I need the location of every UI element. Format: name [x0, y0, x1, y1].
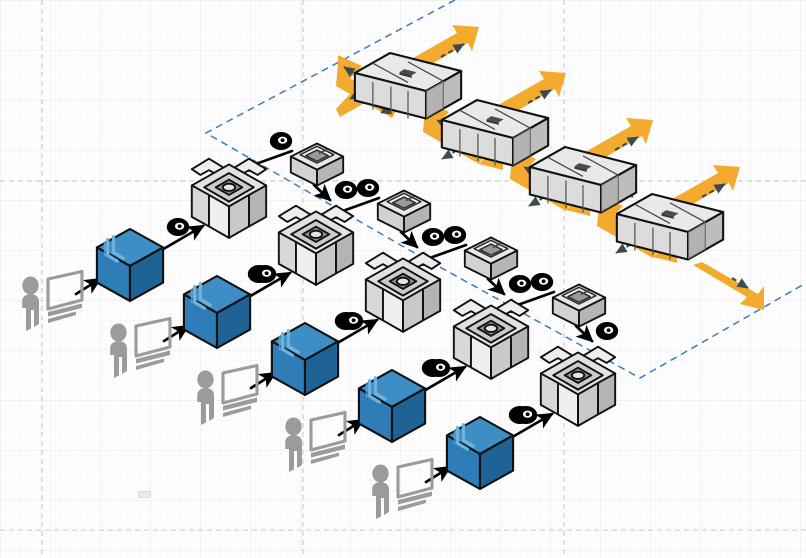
network-switch-4[interactable] — [551, 283, 607, 328]
data-package-5[interactable] — [445, 415, 515, 491]
server-cluster-node-4[interactable] — [615, 192, 725, 261]
connector-c3-package-firewall[interactable] — [332, 318, 379, 347]
data-package-2[interactable] — [182, 274, 252, 350]
connector-c1-switch-down[interactable] — [312, 183, 332, 202]
data-package-3[interactable] — [270, 321, 340, 397]
connector-badge-c2-d[interactable] — [421, 228, 445, 246]
data-package-1[interactable] — [95, 227, 165, 303]
connector-badge-c1-a[interactable] — [166, 218, 190, 236]
connector-badge-c3-b[interactable] — [443, 226, 467, 244]
connector-badge-c2-a[interactable] — [253, 265, 277, 283]
connector-c2-package-firewall[interactable] — [245, 271, 292, 300]
client-workstation-2[interactable] — [108, 316, 172, 380]
connector-badge-c5-a[interactable] — [514, 406, 538, 424]
connector-c4-switch-down[interactable] — [574, 324, 594, 343]
client-workstation-3[interactable] — [195, 363, 259, 427]
connector-c4-package-firewall[interactable] — [420, 365, 467, 394]
connector-badge-c4-b[interactable] — [530, 273, 554, 291]
zone-boundary-outline — [204, 0, 806, 379]
connector-badge-c3-a[interactable] — [340, 312, 364, 330]
connector-badge-c4-d[interactable] — [595, 322, 619, 340]
server-cluster-node-2[interactable] — [440, 98, 550, 167]
client-workstation-5[interactable] — [370, 457, 434, 521]
connector-badge-c3-d[interactable] — [508, 275, 532, 293]
server-cluster-node-3[interactable] — [528, 145, 638, 214]
client-workstation-4[interactable] — [283, 410, 347, 474]
client-workstation-1[interactable] — [20, 269, 84, 333]
network-switch-2[interactable] — [376, 189, 432, 234]
server-cluster-node-1[interactable] — [353, 51, 463, 120]
connector-c5-package-firewall[interactable] — [507, 412, 554, 441]
connector-badge-c1-b[interactable] — [269, 132, 293, 150]
connector-badge-c2-b[interactable] — [356, 179, 380, 197]
connector-c2-switch-down[interactable] — [399, 230, 419, 249]
connector-c1-package-firewall[interactable] — [158, 224, 205, 253]
connector-badge-c4-a[interactable] — [427, 359, 451, 377]
data-package-4[interactable] — [357, 368, 427, 444]
connector-c3-switch-down[interactable] — [486, 277, 506, 296]
connector-layer[interactable] — [74, 149, 594, 484]
zone-boundary-secure[interactable] — [204, 0, 806, 379]
canvas-artifact — [138, 491, 151, 498]
network-switch-3[interactable] — [463, 236, 519, 281]
network-switch-1[interactable] — [289, 142, 345, 187]
connector-badge-c1-d[interactable] — [334, 181, 358, 199]
